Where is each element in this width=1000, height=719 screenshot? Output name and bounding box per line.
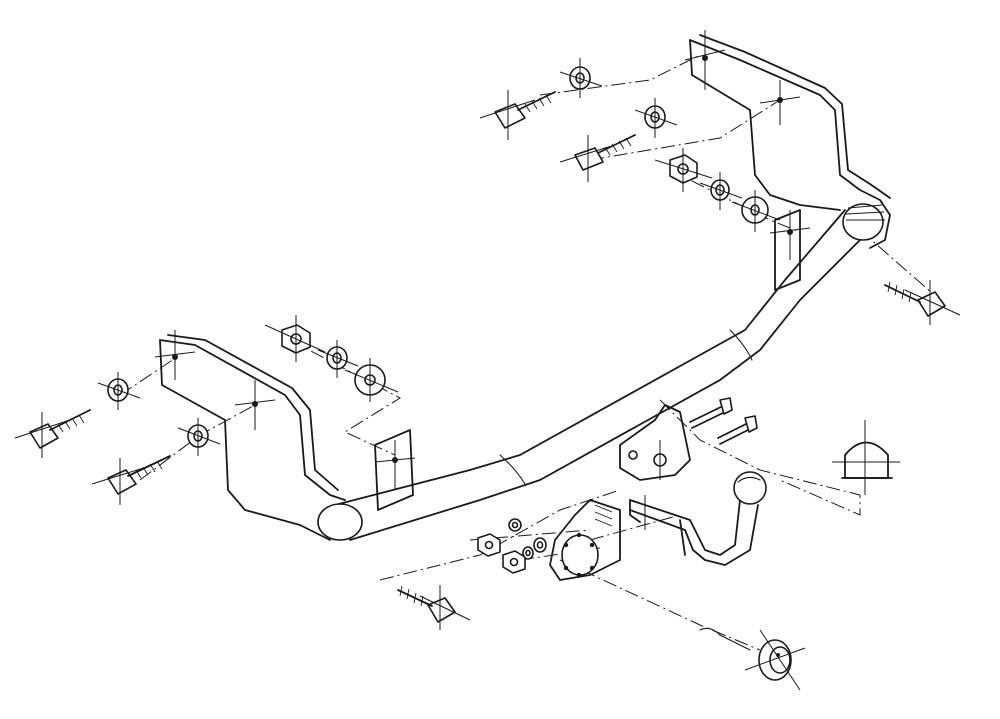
washer: [699, 172, 743, 210]
bolt: [479, 90, 556, 140]
socket-plate: [549, 499, 621, 581]
washer: [533, 537, 547, 553]
washer: [97, 372, 141, 410]
nut: [654, 148, 713, 192]
bolt: [717, 415, 758, 445]
nuts: [264, 148, 713, 574]
washer: [508, 518, 522, 532]
bolt: [397, 585, 471, 630]
nut: [477, 533, 501, 557]
tow-ball: [733, 471, 767, 505]
nut: [264, 315, 326, 362]
bolt: [884, 280, 961, 325]
bolt: [91, 455, 171, 505]
washers: [97, 58, 781, 560]
assembly-centerlines: [119, 54, 941, 651]
right-side-bracket: [684, 30, 891, 291]
washer: [559, 58, 603, 98]
bolt: [559, 134, 636, 182]
washer: [177, 418, 221, 456]
electrical-socket: [699, 627, 806, 691]
main-crossbar: [317, 203, 885, 541]
washer: [731, 190, 781, 232]
mounting-bolts: [14, 90, 961, 630]
washer: [344, 358, 399, 402]
center-lug-bracket: [619, 404, 691, 481]
bolt: [14, 409, 91, 458]
left-side-bracket: [154, 330, 416, 541]
bolt: [689, 397, 733, 429]
washer: [634, 98, 678, 138]
tow-ball-neck: [629, 489, 759, 566]
washer: [317, 340, 359, 378]
nut: [502, 550, 526, 574]
washer: [522, 546, 534, 560]
ball-cover-cap: [832, 420, 900, 495]
